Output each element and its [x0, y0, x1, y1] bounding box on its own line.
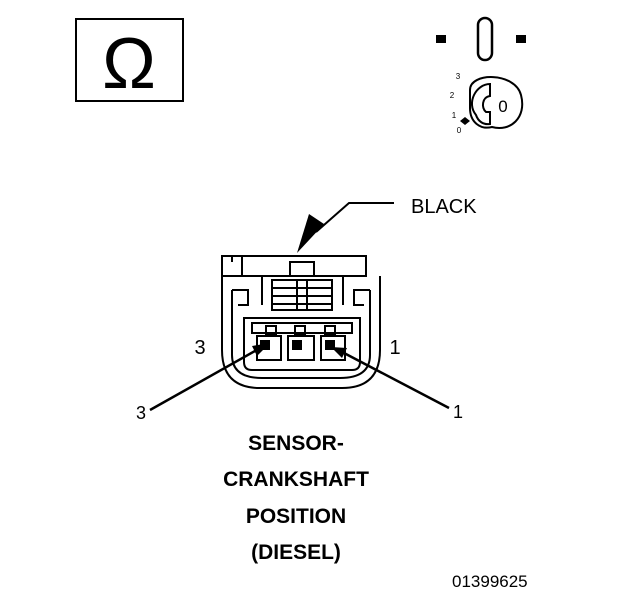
ignition-position-2: 2 — [450, 91, 455, 100]
title-line-2: CRANKSHAFT — [223, 468, 369, 491]
ohm-symbol: Ω — [102, 24, 156, 104]
connector-color-label: BLACK — [411, 196, 477, 218]
color-callout: BLACK — [297, 196, 477, 253]
ohmmeter-icon: Ω — [75, 18, 184, 104]
title-line-1: SENSOR- — [248, 432, 344, 455]
pin-3-label: 3 — [136, 403, 146, 423]
ignition-position-3: 3 — [456, 72, 461, 81]
pin-terminals — [260, 340, 335, 350]
key-position-label: 0 — [498, 97, 507, 116]
ignition-position-1: 1 — [452, 111, 457, 120]
pin-label-right: 1 — [389, 337, 400, 359]
title-line-4: (DIESEL) — [251, 541, 341, 564]
figure-id: 01399625 — [452, 572, 528, 591]
title-line-3: POSITION — [246, 505, 346, 528]
pin-1-label: 1 — [453, 402, 463, 422]
ignition-switch-icon: 0 3 2 1 0 — [436, 16, 526, 135]
diagram-title: SENSOR- CRANKSHAFT POSITION (DIESEL) — [223, 432, 369, 564]
connector-body — [221, 255, 381, 389]
pin-label-left: 3 — [194, 337, 205, 359]
pin-leaders — [149, 343, 450, 412]
ignition-position-0: 0 — [457, 126, 462, 135]
